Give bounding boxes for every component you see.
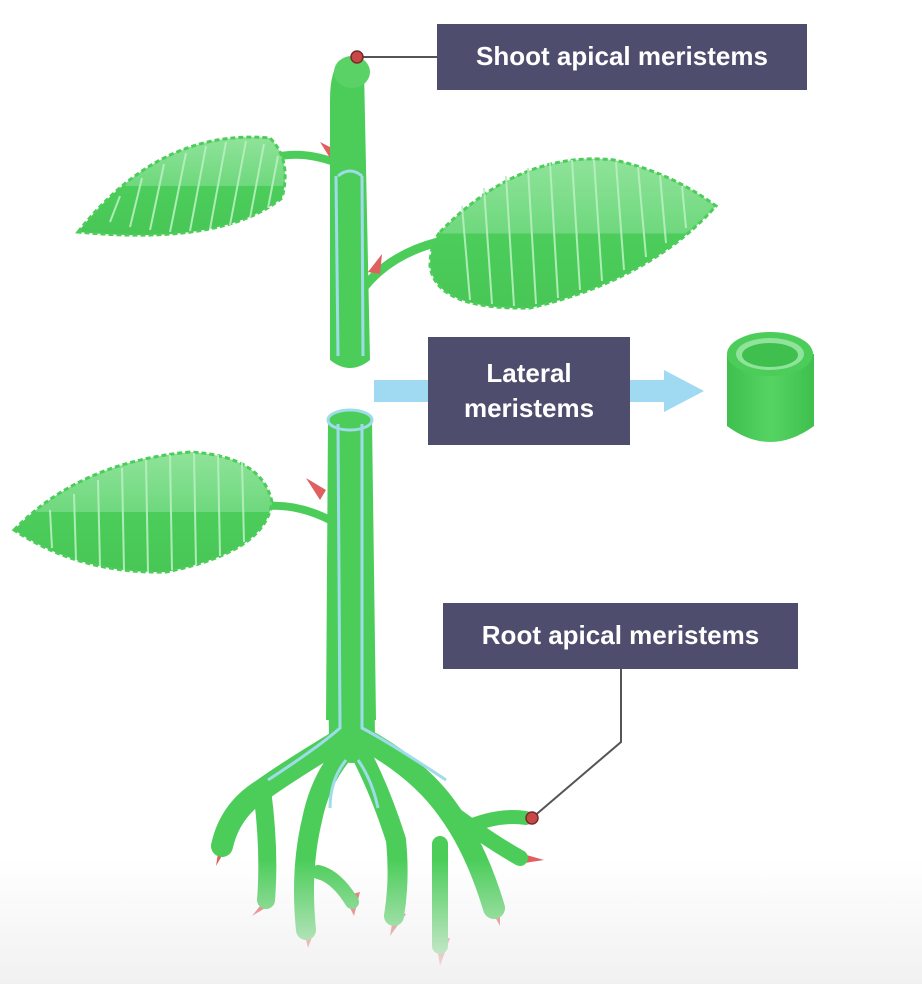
pointer-lines bbox=[350, 50, 622, 825]
bottom-fade-overlay bbox=[0, 860, 922, 984]
lateral-meristems-label: Lateral meristems bbox=[428, 337, 630, 445]
shoot-apex bbox=[334, 56, 370, 88]
lower-vascular bbox=[267, 423, 447, 809]
lower-left-bud bbox=[306, 478, 326, 500]
cut-stem-top bbox=[326, 408, 374, 432]
lateral-label-line2: meristems bbox=[463, 393, 595, 423]
upper-left-leaf bbox=[75, 135, 287, 237]
root-apical-meristems-label: Root apical meristems bbox=[443, 603, 798, 669]
lower-left-leaf bbox=[11, 450, 274, 574]
shoot-apical-meristems-label: Shoot apical meristems bbox=[437, 24, 807, 90]
upper-right-leaf bbox=[428, 157, 719, 310]
lateral-arrows bbox=[374, 370, 704, 412]
stem-cross-section bbox=[727, 332, 814, 442]
arrow-right-head bbox=[664, 370, 704, 412]
root-label-text: Root apical meristems bbox=[481, 620, 760, 651]
root-pointer-line bbox=[531, 669, 622, 819]
lower-plant bbox=[11, 408, 544, 966]
upper-right-bud bbox=[368, 254, 382, 274]
upper-shoot bbox=[75, 56, 719, 368]
root-pointer-dot bbox=[525, 811, 539, 825]
shoot-label-text: Shoot apical meristems bbox=[476, 41, 768, 72]
lateral-label-line1: Lateral bbox=[486, 357, 572, 388]
arrow-right-shaft bbox=[630, 380, 666, 402]
shoot-pointer-dot bbox=[350, 50, 364, 64]
upper-stem bbox=[330, 60, 370, 368]
arrow-left-shaft bbox=[374, 380, 430, 402]
